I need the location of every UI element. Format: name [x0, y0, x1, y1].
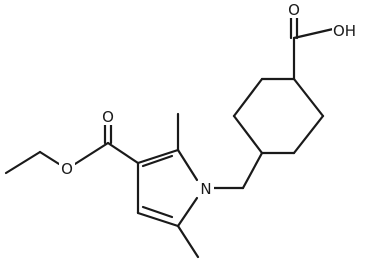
atom-pyrrole-n: N [200, 180, 211, 198]
bond-ring-1 [292, 77, 325, 118]
label-bg-ether-o [59, 160, 75, 177]
bond-c3-ester [106, 141, 140, 165]
bond-ester-ether [73, 141, 110, 166]
bond-c5-n [176, 196, 199, 228]
atom-carboxyl-hydroxyl: OH [333, 22, 356, 40]
atom-carboxyl-carbonyl-o: O [288, 1, 300, 19]
atom-ester-ether-o: O [61, 160, 73, 178]
bond-c4-c5-inner [141, 205, 174, 219]
bonds [4, 12, 335, 259]
bond-c2-c3-inner [141, 154, 174, 168]
bond-ring-2 [292, 114, 325, 155]
bond-n-c2 [176, 148, 199, 182]
bond-c4-c5 [136, 211, 180, 228]
bond-ether-ch2 [38, 150, 61, 166]
label-bg-ester-o [100, 108, 116, 125]
bond-cooh-hydroxyl [292, 27, 335, 40]
atom-labels: O OH O O N [59, 1, 360, 198]
bond-ring-4 [232, 114, 264, 155]
atom-ester-carbonyl-o: O [102, 108, 114, 126]
label-bg-cooh-o [286, 1, 302, 18]
bond-ring-ch2 [241, 151, 264, 190]
label-bg-cooh-oh [332, 22, 360, 39]
bond-c2-c3 [136, 148, 180, 165]
bond-ring-5 [232, 77, 264, 118]
bond-c5-methyl [176, 224, 200, 259]
label-bg-n [198, 180, 214, 197]
bond-ethyl [4, 150, 42, 175]
